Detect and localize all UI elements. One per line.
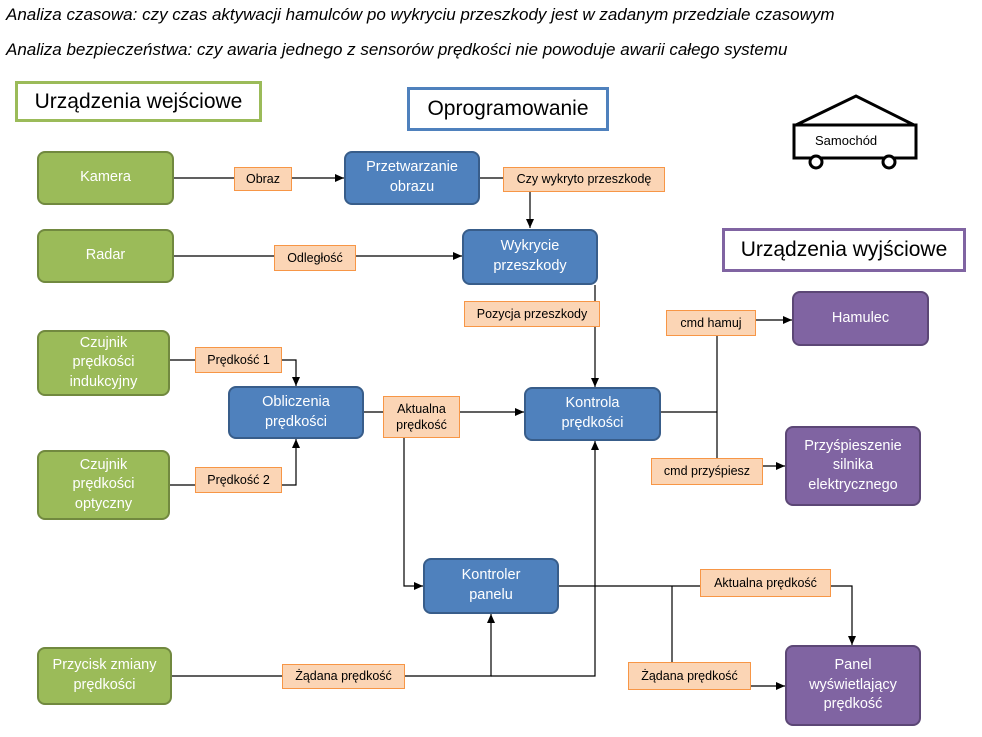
signal-cmd-accelerate: cmd przyśpiesz [651, 458, 763, 485]
signal-image: Obraz [234, 167, 292, 191]
car-icon [792, 94, 918, 170]
camera-block: Kamera [37, 151, 174, 205]
signal-current-speed-display: Aktualna prędkość [700, 569, 831, 597]
speed-calculation-block: Obliczenia prędkości [228, 386, 364, 439]
signal-obstacle-detected: Czy wykryto przeszkodę [503, 167, 665, 192]
speed-control-block: Kontrola prędkości [524, 387, 661, 441]
software-section-title: Oprogramowanie [407, 87, 609, 131]
obstacle-detection-block: Wykrycie przeszkody [462, 229, 598, 285]
speed-display-panel-block: Panel wyświetlający prędkość [785, 645, 921, 726]
car-label: Samochód [815, 133, 878, 148]
speed-change-button-block: Przycisk zmiany prędkości [37, 647, 172, 705]
radar-block: Radar [37, 229, 174, 283]
signal-speed-2: Prędkość 2 [195, 467, 282, 493]
outputs-section-title: Urządzenia wyjściowe [722, 228, 966, 272]
timing-analysis-text: Analiza czasowa: czy czas aktywacji hamu… [6, 5, 835, 24]
inputs-section-title: Urządzenia wejściowe [15, 81, 262, 122]
panel-controller-block: Kontroler panelu [423, 558, 559, 614]
signal-distance: Odległość [274, 245, 356, 271]
image-processing-block: Przetwarzanie obrazu [344, 151, 480, 205]
safety-analysis-text: Analiza bezpieczeństwa: czy awaria jedne… [6, 40, 788, 59]
signal-requested-speed-display: Żądana prędkość [628, 662, 751, 690]
inductive-speed-sensor-block: Czujnik prędkości indukcyjny [37, 330, 170, 396]
signal-current-speed: Aktualna prędkość [383, 396, 460, 438]
signal-speed-1: Prędkość 1 [195, 347, 282, 373]
optical-speed-sensor-block: Czujnik prędkości optyczny [37, 450, 170, 520]
signal-obstacle-position: Pozycja przeszkody [464, 301, 600, 327]
brake-block: Hamulec [792, 291, 929, 346]
signal-cmd-brake: cmd hamuj [666, 310, 756, 336]
signal-requested-speed-input: Żądana prędkość [282, 664, 405, 689]
motor-acceleration-block: Przyśpieszenie silnika elektrycznego [785, 426, 921, 506]
